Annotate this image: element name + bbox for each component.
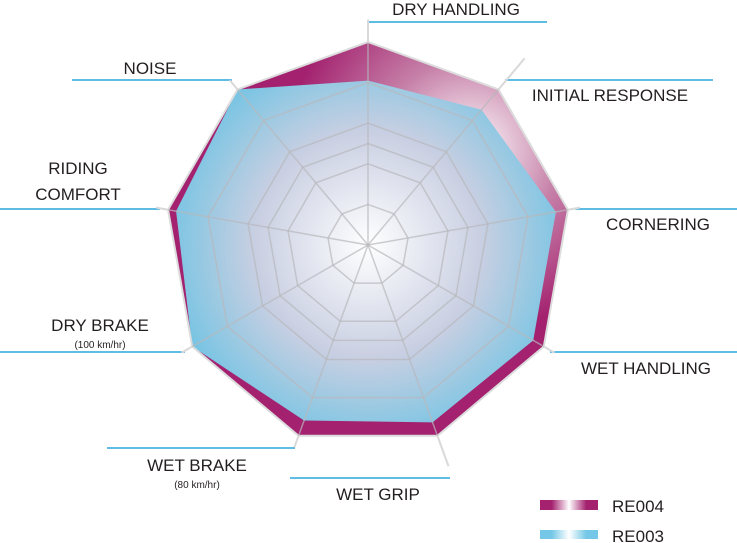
axis-spoke	[367, 89, 500, 246]
axis-spoke	[236, 89, 369, 246]
axis-label-dry-brake: DRY BRAKE	[51, 316, 149, 335]
axis-spoke	[367, 244, 439, 437]
axis-label-wet-grip: WET GRIP	[336, 485, 420, 504]
axis-label-riding: RIDING	[48, 159, 108, 178]
axis-label-initial-response: INITIAL RESPONSE	[532, 86, 688, 105]
grid-ring	[267, 142, 469, 342]
grid-ring	[207, 81, 529, 399]
axis-label-dry-handling: DRY HANDLING	[392, 0, 520, 19]
axis-spoke	[297, 244, 369, 437]
axis-spoke	[367, 209, 569, 246]
legend: RE004 RE003	[540, 497, 664, 543]
axis-spoke	[167, 209, 369, 246]
axis-label-cornering: CORNERING	[606, 215, 710, 234]
grid-ring	[247, 122, 489, 361]
axis-sublabel-wet-brake: (80 km/hr)	[174, 480, 220, 491]
grid-ring	[167, 40, 569, 437]
legend-label-re004: RE004	[612, 497, 664, 516]
axis-label-riding-line2: COMFORT	[35, 185, 121, 204]
axis-label-wet-handling: WET HANDLING	[581, 359, 711, 378]
legend-swatch-re004	[540, 500, 598, 510]
grid-ring	[287, 163, 449, 323]
axis-label-wet-brake: WET BRAKE	[147, 456, 247, 475]
axis-spoke	[367, 244, 545, 348]
legend-label-re003: RE003	[612, 527, 664, 543]
legend-swatch-re003	[540, 530, 598, 539]
axis-label-noise: NOISE	[124, 59, 177, 78]
axis-spoke	[191, 244, 369, 348]
grid-ring	[327, 203, 409, 284]
axis-sublabel-dry-brake: (100 km/hr)	[74, 340, 125, 351]
